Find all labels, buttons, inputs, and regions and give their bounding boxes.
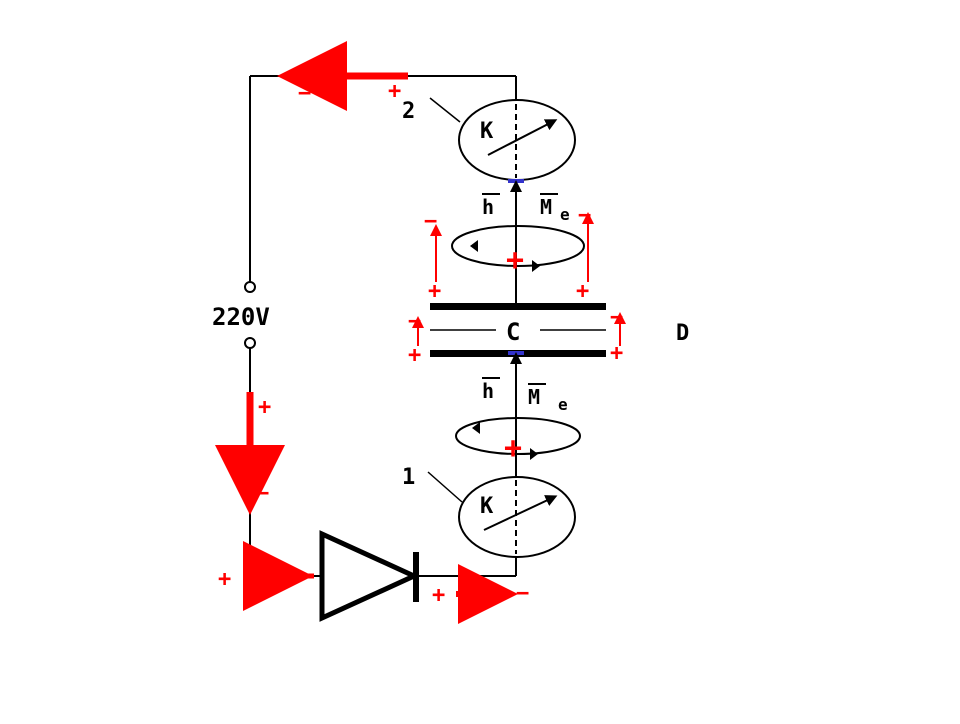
supply-voltage-label: 220V xyxy=(212,303,270,331)
sign-upper-right-minus: − xyxy=(578,203,591,228)
polarity-signs: − + + − + − + − + − + + + − + + − xyxy=(218,79,623,608)
upper-loop xyxy=(451,225,585,267)
upper-e-label: e xyxy=(560,205,570,224)
sign-left-minus: − xyxy=(256,481,269,506)
sign-plate-left-plus: + xyxy=(408,343,421,368)
sign-diode-out-plus: + xyxy=(432,583,445,608)
upper-m-label: M xyxy=(540,195,552,219)
sign-upper-right-plus: + xyxy=(576,279,589,304)
upper-h-label: h xyxy=(482,195,494,219)
capacitor-label: C xyxy=(506,318,520,346)
upper-field: h M e xyxy=(451,180,585,272)
upper-loop-arrow-right xyxy=(532,260,540,272)
diode xyxy=(319,530,421,622)
sign-top-minus: − xyxy=(298,81,311,106)
meter-upper-number: 2 xyxy=(402,99,415,124)
meter-upper: K 2 xyxy=(402,97,576,181)
sign-plate-left-minus: − xyxy=(408,309,421,334)
meter-upper-symbol: K xyxy=(480,119,494,144)
capacitor: C D xyxy=(430,303,689,357)
lower-h-label: h xyxy=(482,379,494,403)
sign-diode-out-minus: − xyxy=(516,581,529,606)
supply-terminal-bottom xyxy=(244,337,256,349)
meter-lower-leader xyxy=(427,471,463,503)
meter-upper-leader xyxy=(429,97,461,123)
lower-m-label: M xyxy=(528,385,540,409)
sign-upper-left-minus: − xyxy=(424,209,437,234)
sign-lower-center-plus: + xyxy=(504,431,522,466)
meter-lower-number: 1 xyxy=(402,465,415,490)
meter-upper-needle xyxy=(487,119,558,156)
meter-lower-symbol: K xyxy=(480,494,494,519)
marker-upper xyxy=(508,179,524,183)
sign-upper-left-plus: + xyxy=(428,279,441,304)
lower-loop-arrow-left xyxy=(472,422,480,434)
meter-lower-needle xyxy=(483,495,558,531)
meter-lower: K 1 xyxy=(402,465,576,558)
lower-loop-arrow-right xyxy=(530,448,538,460)
lower-loop xyxy=(455,417,581,455)
sign-upper-center-plus: + xyxy=(506,243,524,278)
marker-lower xyxy=(508,351,524,355)
sign-diode-in-plus: + xyxy=(218,567,231,592)
lower-e-label: e xyxy=(558,395,568,414)
upper-loop-arrow-left xyxy=(470,240,478,252)
supply-terminal-top xyxy=(244,281,256,293)
diode-triangle xyxy=(319,530,421,622)
sign-plate-right-minus: − xyxy=(610,305,623,330)
capacitor-plate-top xyxy=(430,303,606,310)
lower-field: h M e xyxy=(455,352,581,460)
sign-left-plus: + xyxy=(258,395,271,420)
side-label: D xyxy=(676,321,689,346)
sign-top-plus: + xyxy=(388,79,401,104)
sign-plate-right-plus: + xyxy=(610,341,623,366)
current-arrows xyxy=(215,41,626,624)
